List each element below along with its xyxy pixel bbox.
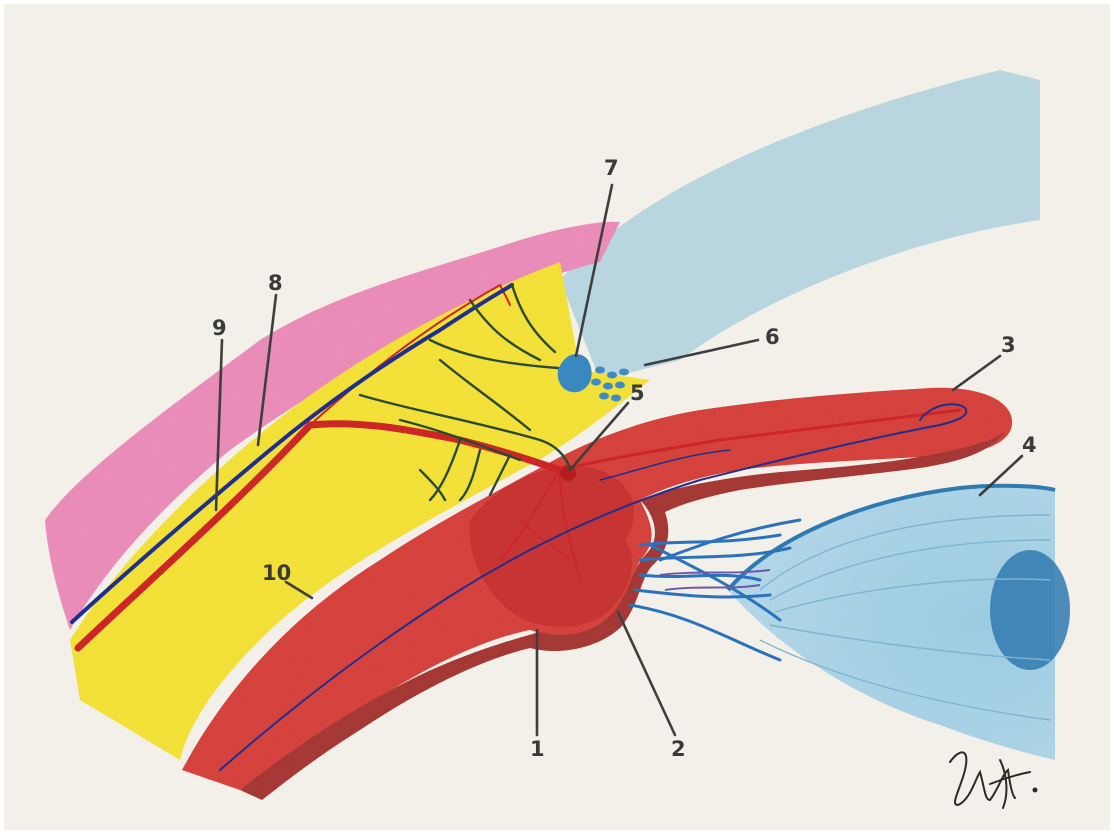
callout-label-2: 2	[671, 737, 686, 761]
callout-label-4: 4	[1022, 433, 1037, 457]
callout-label-3: 3	[1001, 333, 1016, 357]
callout-label-7: 7	[604, 156, 619, 180]
callout-label-6: 6	[765, 325, 780, 349]
callout-label-9: 9	[212, 316, 227, 340]
lens-nucleus	[990, 550, 1070, 670]
callout-label-5: 5	[630, 381, 645, 405]
callout-label-1: 1	[530, 737, 545, 761]
callout-label-10: 10	[262, 561, 291, 585]
callout-label-8: 8	[268, 271, 283, 295]
